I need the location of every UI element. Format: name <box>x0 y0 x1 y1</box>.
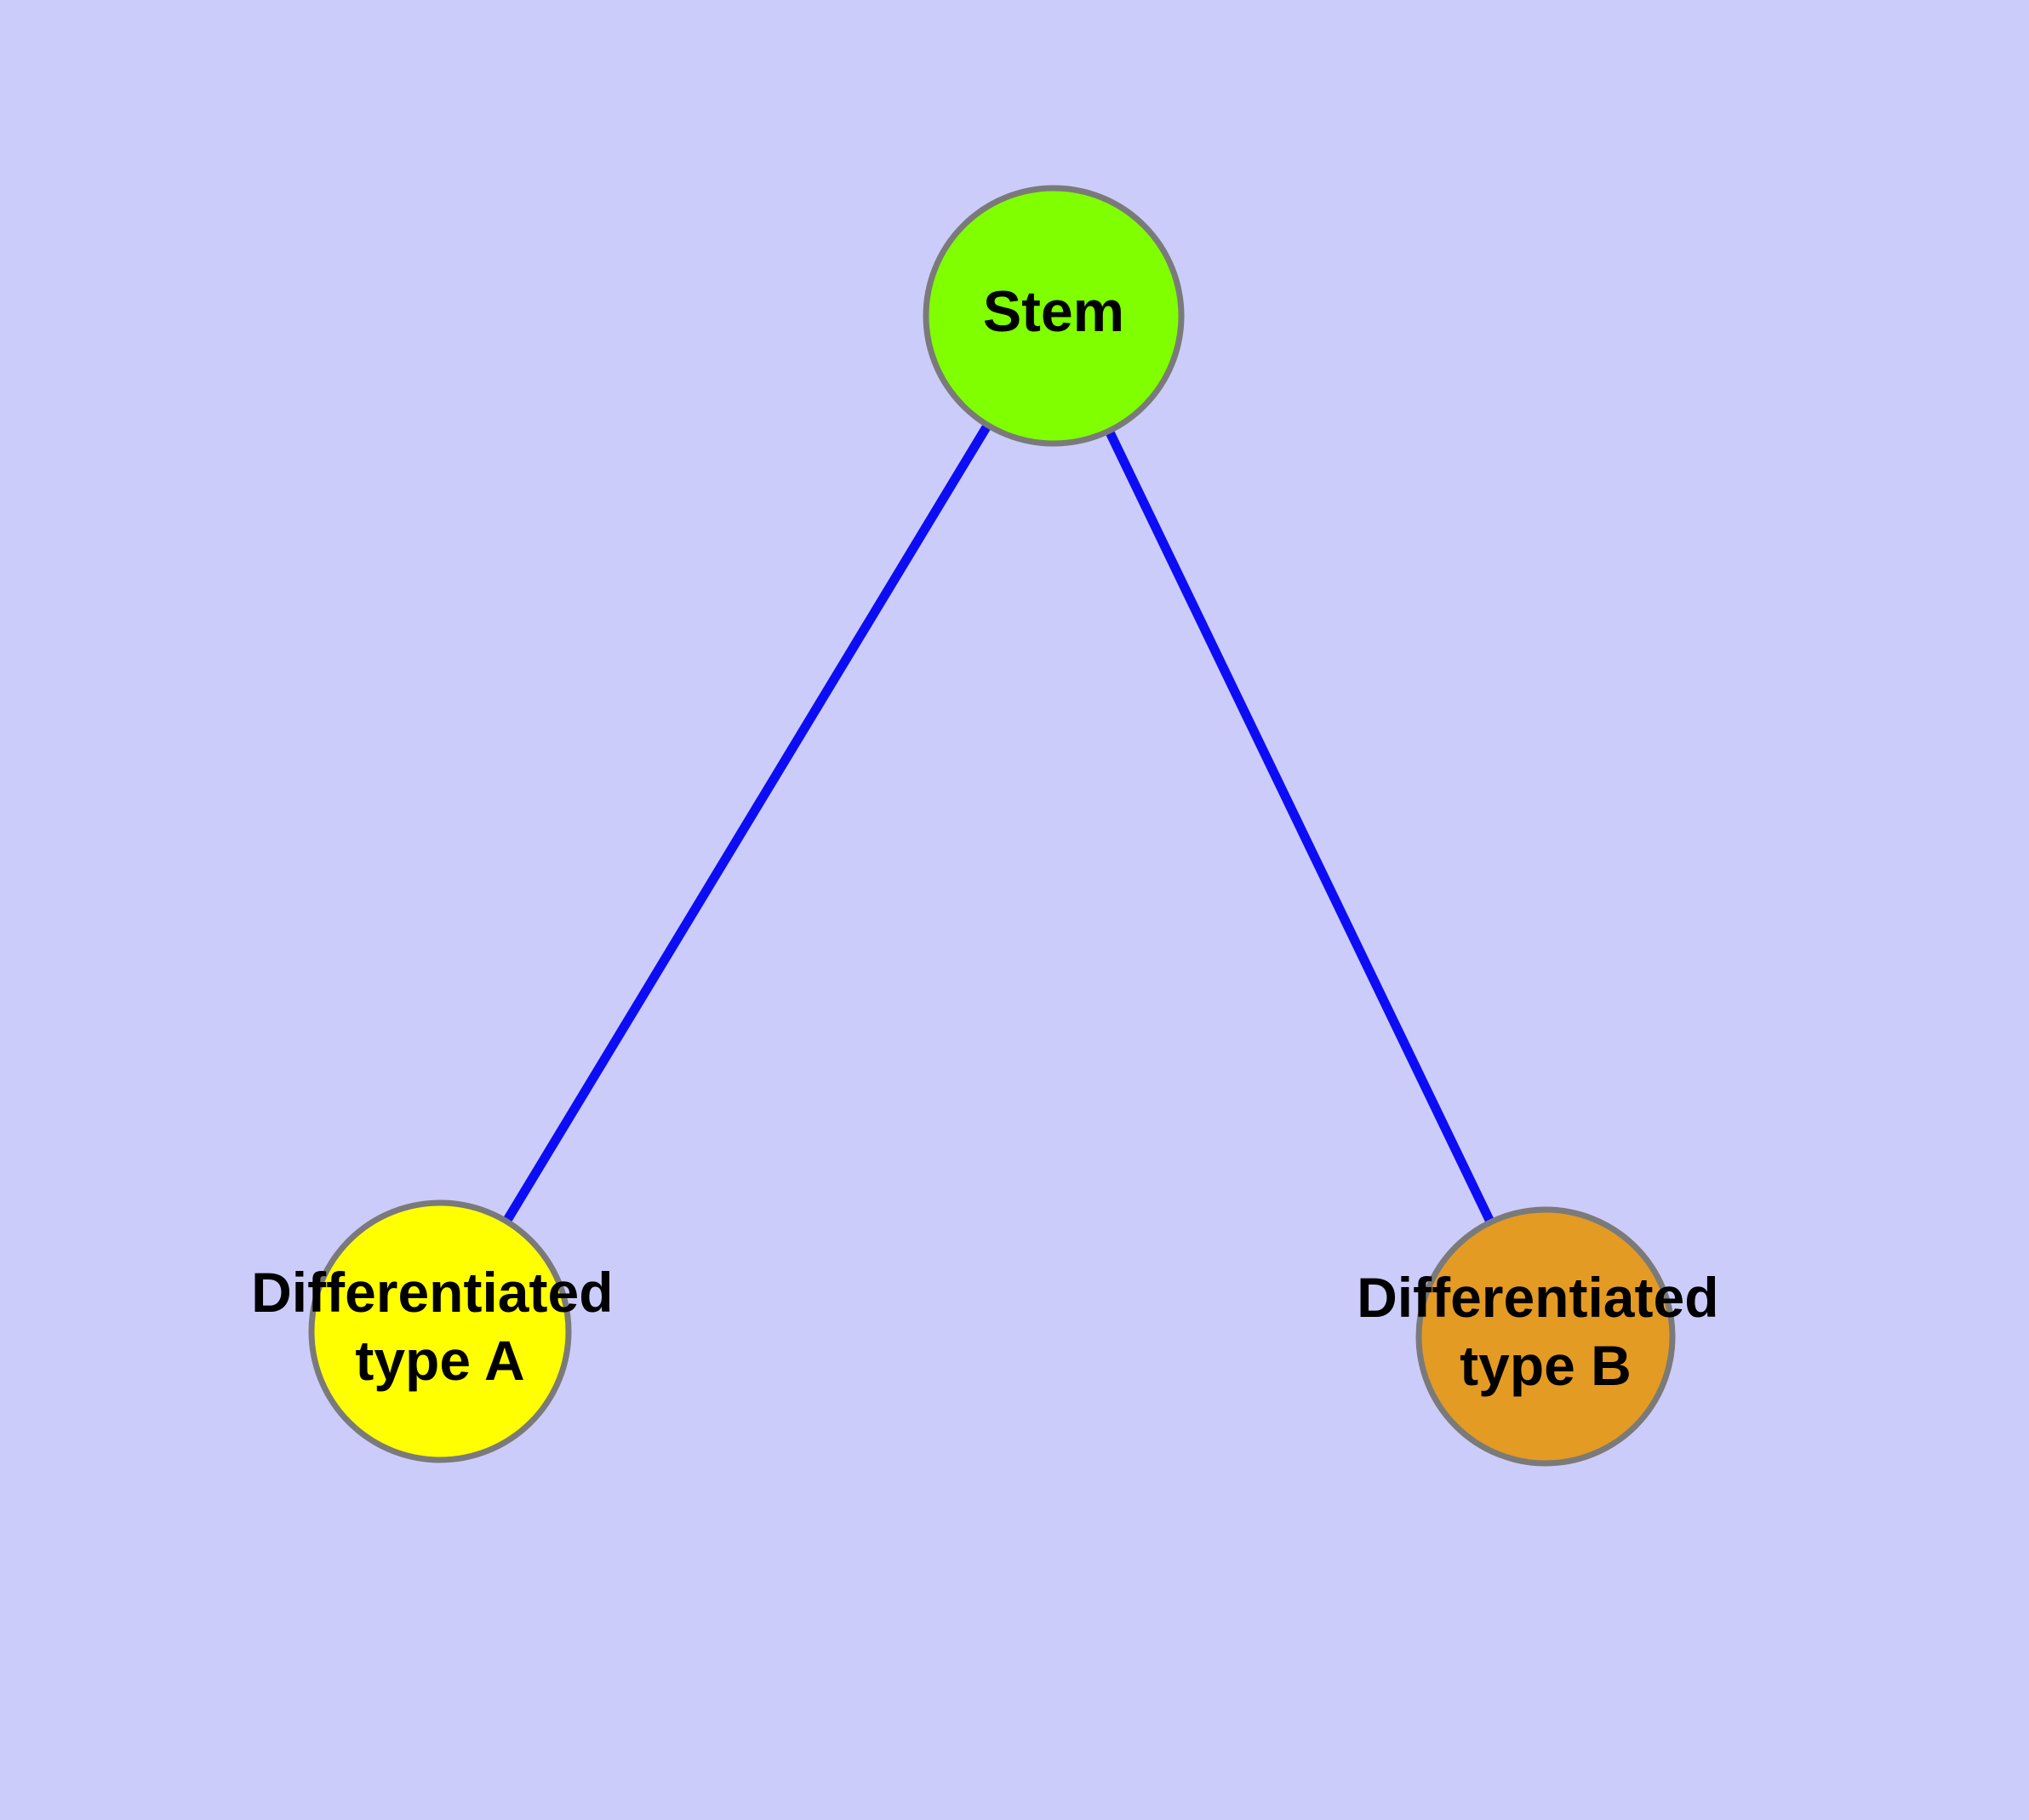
node-differentiated-type-b-label-line-2: type B <box>1460 1334 1632 1397</box>
node-differentiated-type-a-circle[interactable] <box>308 1199 572 1463</box>
node-layer <box>308 185 1676 1467</box>
edge-stem-to-differentiated-type-b[interactable] <box>1049 313 1550 1339</box>
edge-stem-to-differentiated-type-a[interactable] <box>436 313 1058 1334</box>
node-differentiated-type-a-label-line-2: type A <box>355 1329 524 1392</box>
node-stem-circle[interactable] <box>923 185 1185 447</box>
node-differentiated-type-b-circle[interactable] <box>1415 1206 1676 1467</box>
node-differentiated-type-a-label: Differentiated type A <box>251 1261 629 1392</box>
label-layer: Stem Differentiated type A Differentiate… <box>251 279 1735 1397</box>
node-stem-label-line-1: Stem <box>983 279 1124 344</box>
node-differentiated-type-b-label-line-1: Differentiated <box>1357 1266 1718 1329</box>
node-differentiated-type-b-label: Differentiated type B <box>1357 1266 1735 1397</box>
node-stem-label: Stem <box>983 279 1124 344</box>
edge-layer <box>436 313 1550 1339</box>
node-differentiated-type-a-label-line-1: Differentiated <box>251 1261 613 1324</box>
